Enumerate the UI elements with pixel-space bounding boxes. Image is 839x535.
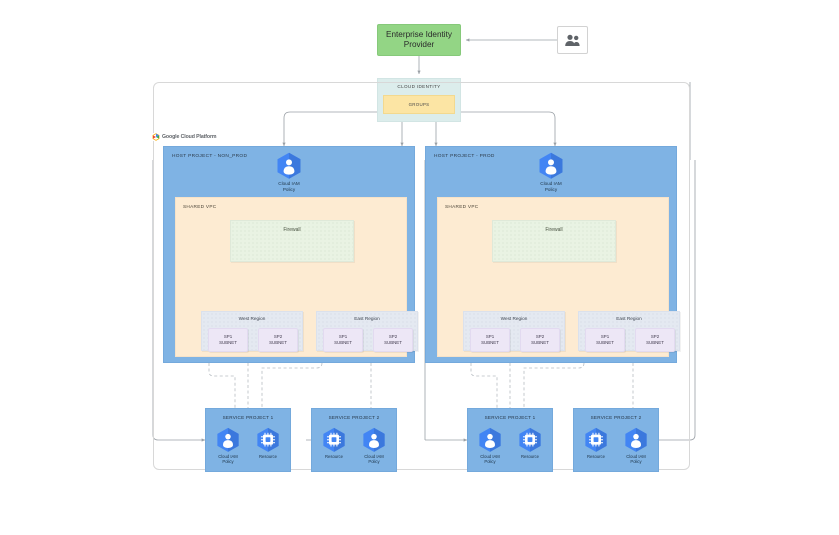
service-project-title: SERVICE PROJECT 1 <box>222 415 274 420</box>
enterprise-identity-provider-box: Enterprise Identity Provider <box>377 24 461 56</box>
subnet-line1: SP2 <box>273 334 283 340</box>
resource-icon <box>519 427 541 452</box>
eip-label-line1: Enterprise Identity <box>386 29 452 39</box>
icon-caption: Resource <box>521 454 539 459</box>
subnet-line1: SP2 <box>388 334 398 340</box>
shared-vpc-label: SHARED VPC <box>183 204 217 209</box>
cloud-iam-policy-icon <box>277 152 301 179</box>
cloud-identity-label: CLOUD IDENTITY <box>397 84 441 89</box>
service-project-1-prod[interactable]: SERVICE PROJECT 1 Cloud IAM Policy <box>467 408 553 472</box>
cloud-iam-policy-icon <box>363 427 385 452</box>
subnet-line1: SP2 <box>535 334 545 340</box>
service-project-title: SERVICE PROJECT 2 <box>328 415 380 420</box>
icon-caption: Cloud IAM Policy <box>364 454 384 465</box>
subnet-line1: SP1 <box>223 334 233 340</box>
service-project-title: SERVICE PROJECT 2 <box>590 415 642 420</box>
groups-box: GROUPS <box>383 95 455 114</box>
service-icon-resource[interactable]: Resource <box>511 427 549 465</box>
subnet-line2: SUBNET <box>269 340 287 345</box>
region-label: West Region <box>238 316 266 321</box>
cloud-iam-policy-icon <box>479 427 501 452</box>
gcp-logo-text: Google Cloud Platform <box>162 134 217 140</box>
service-icon-cloud-iam-policy[interactable]: Cloud IAM Policy <box>355 427 393 465</box>
firewall-box[interactable]: Firewall <box>492 220 616 262</box>
cloud-iam-policy-icon <box>217 427 239 452</box>
service-icon-resource[interactable]: Resource <box>249 427 287 465</box>
google-cloud-logo-icon <box>152 133 160 141</box>
service-project-title: SERVICE PROJECT 1 <box>484 415 536 420</box>
cloud-iam-policy-icon <box>625 427 647 452</box>
icon-caption: Cloud IAM Policy <box>218 454 238 465</box>
google-cloud-platform-logo: Google Cloud Platform <box>150 133 219 141</box>
subnet-line1: SP1 <box>600 334 610 340</box>
region-label: West Region <box>500 316 528 321</box>
subnet-line2: SUBNET <box>384 340 402 345</box>
cloud-iam-policy-icon <box>539 152 563 179</box>
service-icon-resource[interactable]: Resource <box>315 427 353 465</box>
host-project-title: HOST PROJECT - PROD <box>434 154 495 159</box>
service-project-2-non-prod[interactable]: SERVICE PROJECT 2 Resource <box>311 408 397 472</box>
eip-label-line2: Provider <box>403 40 435 49</box>
service-icon-cloud-iam-policy[interactable]: Cloud IAM Policy <box>617 427 655 465</box>
resource-icon <box>323 427 345 452</box>
resource-icon <box>585 427 607 452</box>
host-project-title: HOST PROJECT - NON_PROD <box>172 154 248 159</box>
subnet-line2: SUBNET <box>596 340 614 345</box>
icon-caption: Cloud IAM Policy <box>626 454 646 465</box>
subnet-line2: SUBNET <box>334 340 352 345</box>
subnet-line1: SP1 <box>485 334 495 340</box>
iam-caption: Cloud IAM Policy <box>540 181 562 192</box>
gcp-organization-boundary <box>153 82 690 470</box>
service-icon-resource[interactable]: Resource <box>577 427 615 465</box>
subnet-line1: SP2 <box>650 334 660 340</box>
host-iam-policy-non-prod[interactable]: Cloud IAM Policy <box>269 152 309 192</box>
service-icon-cloud-iam-policy[interactable]: Cloud IAM Policy <box>471 427 509 465</box>
icon-caption: Cloud IAM Policy <box>480 454 500 465</box>
service-icon-cloud-iam-policy[interactable]: Cloud IAM Policy <box>209 427 247 465</box>
subnet-line1: SP1 <box>338 334 348 340</box>
host-iam-policy-prod[interactable]: Cloud IAM Policy <box>531 152 571 192</box>
firewall-label: Firewall <box>545 227 563 233</box>
host-project-non-prod[interactable]: HOST PROJECT - NON_PROD SHARED VPC Firew… <box>163 146 418 363</box>
service-project-1-non-prod[interactable]: SERVICE PROJECT 1 Cloud IAM Policy <box>205 408 291 472</box>
host-project-prod[interactable]: HOST PROJECT - PROD SHARED VPC Firewall … <box>425 146 680 363</box>
users-icon-box <box>557 26 588 54</box>
subnet-line2: SUBNET <box>531 340 549 345</box>
groups-label: GROUPS <box>408 102 430 107</box>
subnet-line2: SUBNET <box>646 340 664 345</box>
subnet-line2: SUBNET <box>219 340 237 345</box>
firewall-box[interactable]: Firewall <box>230 220 354 262</box>
shared-vpc-label: SHARED VPC <box>445 204 479 209</box>
subnet-line2: SUBNET <box>481 340 499 345</box>
region-label: East Region <box>354 316 380 321</box>
icon-caption: Resource <box>259 454 277 459</box>
icon-caption: Resource <box>325 454 343 459</box>
iam-caption: Cloud IAM Policy <box>278 181 300 192</box>
users-icon <box>565 34 580 46</box>
resource-icon <box>257 427 279 452</box>
region-label: East Region <box>616 316 642 321</box>
service-project-2-prod[interactable]: SERVICE PROJECT 2 Resource <box>573 408 659 472</box>
firewall-label: Firewall <box>283 227 301 233</box>
cloud-identity-box: CLOUD IDENTITY GROUPS <box>377 78 461 122</box>
icon-caption: Resource <box>587 454 605 459</box>
